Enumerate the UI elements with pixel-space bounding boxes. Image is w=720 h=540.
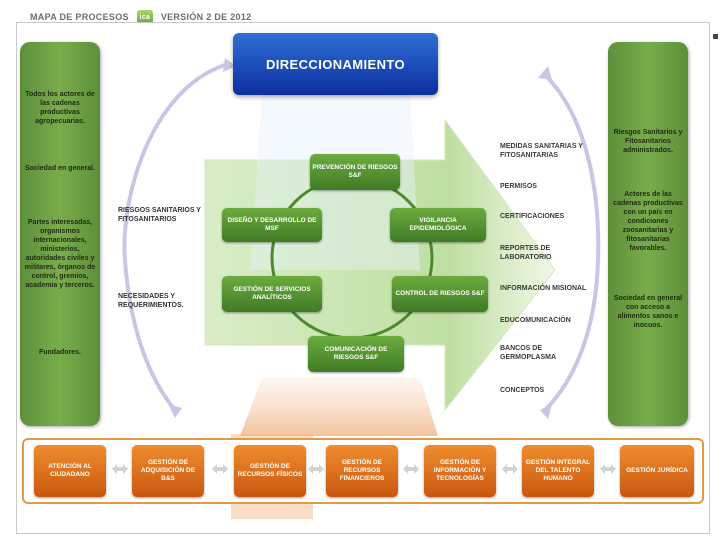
process-prevencion: PREVENCIÓN DE RIESGOS S&F (310, 154, 400, 190)
support-adquisicion: GESTIÓN DE ADQUISICIÓN DE B&S (132, 445, 204, 497)
support-atencion: ATENCIÓN AL CIUDADANO (34, 445, 106, 497)
header-title: MAPA DE PROCESOS (30, 12, 129, 22)
right-curve-arrow (543, 73, 601, 412)
right-curve-arrowhead (538, 66, 552, 80)
double-arrow-icon (308, 464, 324, 474)
direccionamiento-box: DIRECCIONAMIENTO (233, 33, 438, 95)
output-medidas: MEDIDAS SANITARIAS Y FITOSANITARIAS (500, 143, 583, 159)
left-panel-text-2: Sociedad en general. (24, 165, 96, 172)
left-panel-text-3: Partes interesadas, organismos internaci… (24, 219, 96, 289)
support-recursos-financieros: GESTIÓN DE RECURSOS FINANCIEROS (326, 445, 398, 497)
output-permisos: PERMISOS (500, 183, 537, 190)
right-panel-text-2: Actores de las cadenas productivas con u… (613, 191, 683, 252)
double-arrow-icon (212, 464, 228, 474)
output-educomunicacion: EDUCOMUNICACIÓN (500, 317, 571, 324)
support-talento-humano: GESTIÓN INTEGRAL DEL TALENTO HUMANO (522, 445, 594, 497)
support-recursos-fisicos: GESTIÓN DE RECURSOS FÍSICOS (234, 445, 306, 497)
corner-mark (713, 34, 718, 39)
right-panel-text-1: Riesgos Sanitarios y Fitosanitarios admi… (613, 129, 683, 154)
left-curve-arrow (122, 63, 226, 412)
left-panel-text-4: Fundadores. (38, 349, 81, 356)
left-panel-text-1: Todos los actores de las cadenas product… (25, 91, 95, 125)
process-flow-arrow (204, 118, 556, 412)
output-bancos: BANCOS DE GERMOPLASMA (500, 345, 556, 361)
direccionamiento-title: DIRECCIONAMIENTO (265, 56, 406, 72)
process-comunicacion: COMUNICACIÓN DE RIESGOS S&F (308, 336, 404, 372)
output-conceptos: CONCEPTOS (500, 387, 545, 394)
support-juridica: GESTIÓN JURÍDICA (620, 445, 694, 497)
double-arrow-icon (112, 464, 128, 474)
output-certificaciones: CERTIFICACIONES (500, 213, 565, 220)
right-curve-tail-arrowhead (540, 404, 552, 419)
left-curve-arrowhead (223, 58, 236, 72)
ica-logo: ica (136, 10, 153, 24)
process-diseno: DISEÑO Y DESARROLLO DE MSF (222, 208, 322, 242)
process-gestion-servicios: GESTIÓN DE SERVICIOS ANALÍTICOS (222, 276, 322, 312)
process-vigilancia: VIGILANCIA EPIDEMIOLÓGICA (390, 208, 486, 242)
support-informacion-tecnologias: GESTIÓN DE INFORMACIÓN Y TECNOLOGÍAS (424, 445, 496, 497)
right-panel-text-3: Sociedad en general con acceso a aliment… (613, 295, 683, 329)
double-arrow-icon (502, 464, 518, 474)
input-necesidades: NECESIDADES Y REQUERIMIENTOS. (118, 293, 184, 309)
output-reportes: REPORTES DE LABORATORIO (500, 245, 552, 261)
support-beam (240, 378, 438, 436)
header-version: VERSIÓN 2 DE 2012 (160, 12, 252, 22)
double-arrow-icon (403, 464, 419, 474)
input-riesgos: RIESGOS SANITARIOS Y FITOSANITARIOS (118, 207, 201, 223)
left-curve-tail-arrowhead (168, 404, 182, 418)
right-panel: Riesgos Sanitarios y Fitosanitarios admi… (608, 42, 688, 426)
page-header: MAPA DE PROCESOS ica VERSIÓN 2 DE 2012 (30, 9, 251, 25)
left-panel: Todos los actores de las cadenas product… (20, 42, 100, 426)
process-control: CONTROL DE RIESGOS S&F (392, 276, 488, 312)
output-informacion: INFORMACIÓN MISIONAL (500, 285, 587, 292)
double-arrow-icon (600, 464, 616, 474)
